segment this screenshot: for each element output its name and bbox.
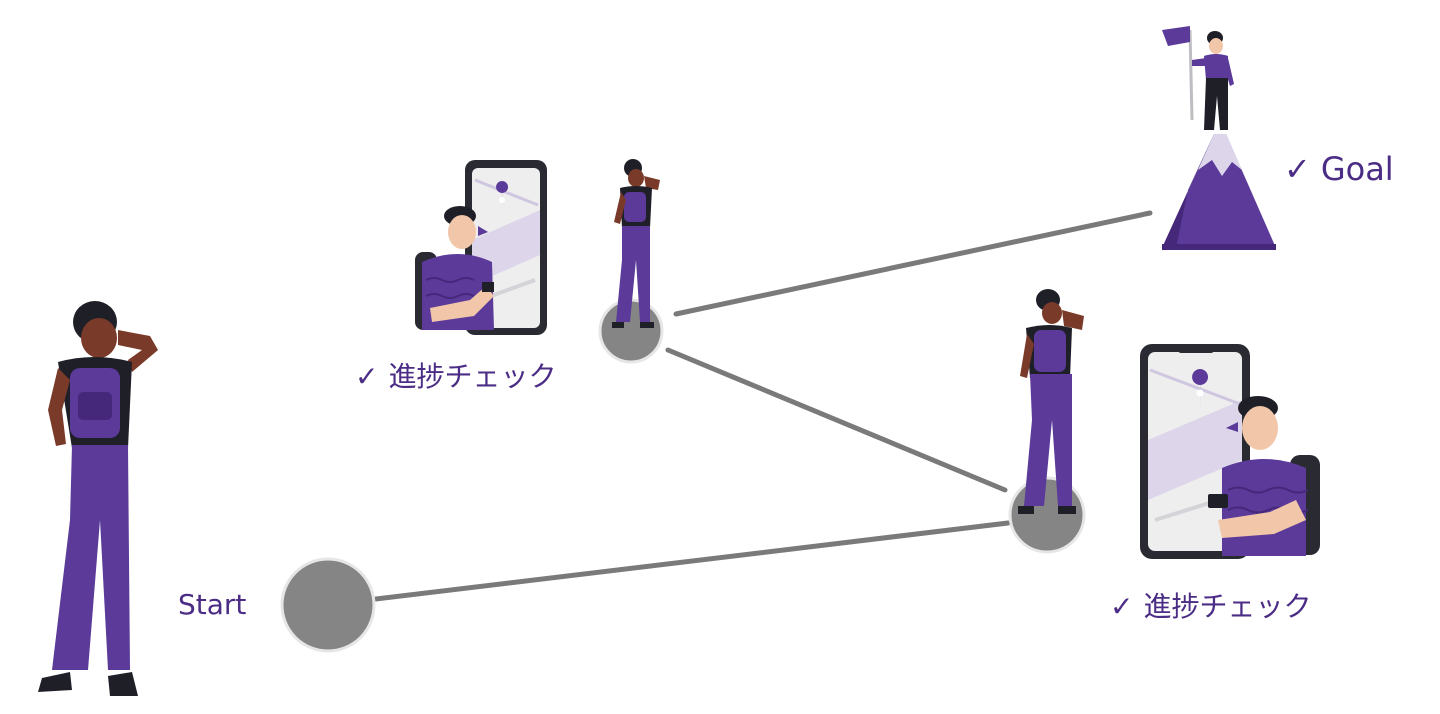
edges <box>373 210 1153 602</box>
smartphone-map-icon <box>1140 344 1320 559</box>
person-icon <box>1192 31 1234 130</box>
person-icon <box>1018 289 1084 514</box>
location-pin-icon <box>496 181 509 212</box>
check-icon: ✓ <box>1284 150 1311 188</box>
check-icon: ✓ <box>1110 590 1134 623</box>
checkpoint-label-2: ✓ 進捗チェック <box>1110 585 1311 625</box>
person-icon <box>38 301 158 696</box>
person-icon <box>612 159 660 328</box>
flag-icon <box>1162 26 1194 121</box>
edge-checkpoint1-to-goal <box>673 210 1153 317</box>
start-label: Start <box>178 588 247 621</box>
checkpoint-node-2 <box>1008 476 1086 554</box>
checkpoint-label-1: ✓ 進捗チェック <box>355 355 556 395</box>
edge-start-to-midpoint <box>373 520 1011 602</box>
start-node <box>280 557 376 653</box>
goal-label-text: Goal <box>1320 150 1394 188</box>
checkpoint-label-text: 進捗チェック <box>388 360 557 393</box>
location-pin-icon <box>1192 369 1209 410</box>
check-icon: ✓ <box>355 360 379 393</box>
edge-checkpoint1-to-midpoint <box>665 347 1008 493</box>
smartphone-map-icon <box>415 160 547 335</box>
goal-label: ✓Goal <box>1284 150 1394 188</box>
mountain-icon <box>1162 134 1276 250</box>
checkpoint-label-text: 進捗チェック <box>1143 590 1312 623</box>
